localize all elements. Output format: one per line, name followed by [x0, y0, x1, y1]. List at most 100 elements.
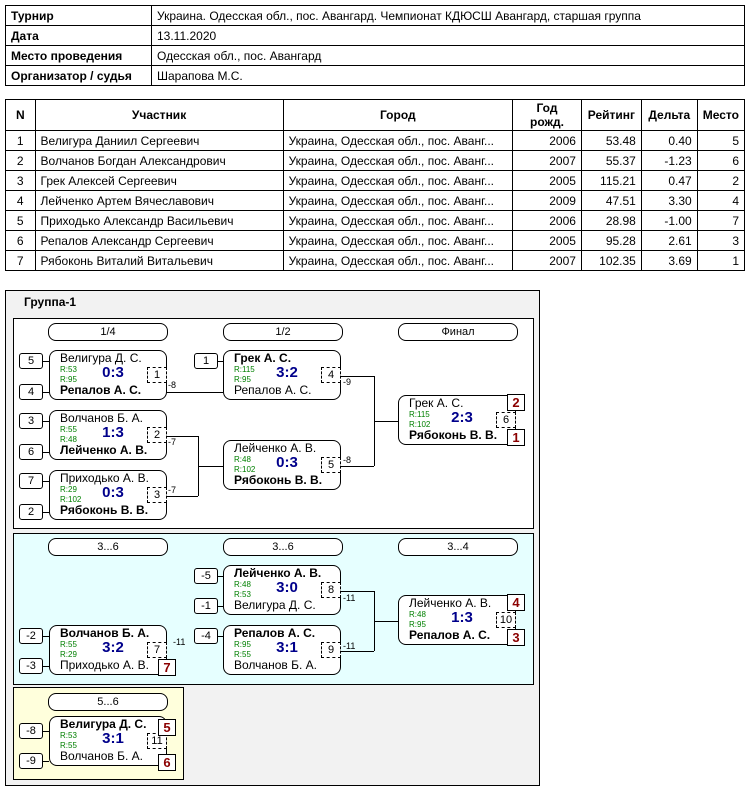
- info-value: Украина. Одесская обл., пос. Авангард. Ч…: [151, 5, 745, 26]
- info-row-venue: Место проведения Одесская обл., пос. Ава…: [5, 45, 745, 66]
- column-header: Место: [696, 99, 746, 131]
- table-cell: Украина, Одесская обл., пос. Аванг...: [282, 130, 514, 151]
- match-rating-1: R:55: [60, 640, 77, 649]
- loser-ref: -7: [168, 437, 177, 447]
- match-player-1: Волчанов Б. А.: [60, 626, 150, 640]
- match-player-2: Волчанов Б. А.: [234, 658, 317, 672]
- round-label: 1/2: [223, 323, 343, 341]
- match-rating-2: R:55: [234, 650, 251, 659]
- connector-line: [166, 392, 223, 393]
- table-cell: 2007: [512, 250, 582, 271]
- column-header: N: [5, 99, 36, 131]
- info-label: Организатор / судья: [5, 65, 152, 86]
- match-player-2: Репалов А. С.: [60, 383, 142, 397]
- table-cell: 0.40: [640, 130, 698, 151]
- seed-box: 3: [19, 413, 43, 429]
- tournament-info-table: Турнир Украина. Одесская обл., пос. Аван…: [5, 5, 745, 86]
- match-rating-1: R:115: [409, 410, 430, 419]
- seed-box: -1: [194, 598, 218, 614]
- round-label: 3...4: [398, 538, 518, 556]
- table-cell: 5: [696, 130, 746, 151]
- match-rating-2: R:102: [60, 495, 82, 504]
- table-cell: 1: [696, 250, 746, 271]
- table-cell: Украина, Одесская обл., пос. Аванг...: [282, 190, 514, 211]
- info-label: Дата: [5, 25, 152, 46]
- info-row-date: Дата 13.11.2020: [5, 25, 745, 46]
- table-cell: 2.61: [640, 230, 698, 251]
- seed-box: -2: [19, 628, 43, 644]
- table-cell: 2006: [512, 130, 582, 151]
- match-player-1: Волчанов Б. А.: [60, 411, 143, 425]
- loser-ref: -8: [168, 380, 177, 390]
- seed-box: -9: [19, 753, 43, 769]
- info-value: Шарапова М.С.: [151, 65, 745, 86]
- table-cell: 7: [696, 210, 746, 231]
- table-cell: 6: [5, 230, 36, 251]
- match-number: 5: [321, 457, 341, 473]
- table-cell: 0.47: [640, 170, 698, 191]
- match-player-2: Репалов А. С.: [234, 383, 312, 397]
- match-player-1: Грек А. С.: [234, 351, 292, 365]
- match-rating-2: R:95: [409, 620, 426, 629]
- loser-ref: -11: [173, 637, 186, 647]
- loser-ref: -8: [343, 455, 352, 465]
- table-cell: 115.21: [580, 170, 642, 191]
- place-badge: 6: [158, 754, 176, 771]
- connector-line: [166, 436, 198, 437]
- connector-line: [218, 576, 223, 577]
- seed-box: -4: [194, 628, 218, 644]
- table-cell: -1.23: [640, 150, 698, 171]
- table-cell: 47.51: [580, 190, 642, 211]
- info-label: Место проведения: [5, 45, 152, 66]
- table-cell: Велигура Даниил Сергеевич: [34, 130, 284, 151]
- connector-line: [340, 651, 374, 652]
- match-score: 3:1: [102, 730, 124, 747]
- match-player-1: Грек А. С.: [409, 396, 464, 410]
- table-cell: 3: [5, 170, 36, 191]
- match-score: 3:2: [102, 639, 124, 656]
- connector-line: [198, 466, 223, 467]
- table-cell: -1.00: [640, 210, 698, 231]
- info-value: 13.11.2020: [151, 25, 745, 46]
- match-number: 1: [147, 367, 167, 383]
- table-cell: 6: [696, 150, 746, 171]
- match-rating-1: R:53: [60, 731, 77, 740]
- match-player-2: Лейченко А. В.: [60, 443, 148, 457]
- connector-line: [340, 591, 374, 592]
- table-cell: 53.48: [580, 130, 642, 151]
- table-cell: 2009: [512, 190, 582, 211]
- match-player-1: Лейченко А. В.: [409, 596, 492, 610]
- match-rating-2: R:29: [60, 650, 77, 659]
- match-rating-1: R:95: [234, 640, 251, 649]
- connector-line: [340, 376, 374, 377]
- table-cell: 3.30: [640, 190, 698, 211]
- loser-ref: -9: [343, 377, 352, 387]
- seed-box: 4: [19, 384, 43, 400]
- table-cell: 55.37: [580, 150, 642, 171]
- connector-line: [166, 496, 198, 497]
- match-number: 8: [321, 582, 341, 598]
- match-player-2: Рябоконь В. В.: [234, 473, 323, 487]
- seed-box: -3: [19, 658, 43, 674]
- round-label: Финал: [398, 323, 518, 341]
- column-header: Участник: [34, 99, 284, 131]
- match-player-1: Велигура Д. С.: [60, 351, 142, 365]
- match-rating-1: R:48: [234, 580, 251, 589]
- connector-line: [43, 452, 49, 453]
- match-rating-1: R:55: [60, 425, 77, 434]
- connector-line: [218, 361, 223, 362]
